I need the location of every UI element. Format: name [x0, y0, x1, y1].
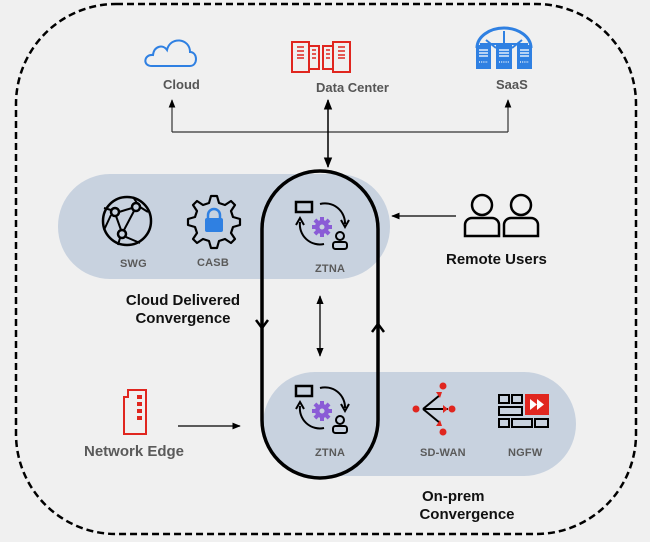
- ztna-cloud-label: ZTNA: [315, 263, 346, 275]
- onprem-convergence-title-line2: Convergence: [419, 506, 515, 523]
- cloud-convergence-title: Cloud Delivered Convergence: [113, 292, 253, 328]
- swg-globe-icon: [101, 195, 153, 247]
- ngfw-icon: [498, 394, 549, 428]
- sd-wan-icon: [412, 382, 456, 436]
- onprem-convergence-title-line1: On-prem: [422, 488, 485, 505]
- casb-label: CASB: [197, 257, 229, 269]
- network-edge-label: Network Edge: [84, 443, 185, 460]
- loop-down-chevron: [255, 319, 269, 331]
- swg-label: SWG: [120, 258, 147, 270]
- casb-gear-lock-icon: [186, 194, 242, 250]
- remote-users-label: Remote Users: [446, 251, 547, 268]
- remote-users-icon: [463, 193, 540, 238]
- ztna-onprem-label: ZTNA: [315, 447, 346, 459]
- network-edge-icon: [123, 389, 147, 435]
- cloud-convergence-title-line2: Convergence: [135, 310, 231, 327]
- saas-label: SaaS: [496, 77, 528, 92]
- saas-icon: [475, 26, 533, 69]
- ztna-icon: [294, 384, 350, 434]
- ngfw-label: NGFW: [508, 447, 543, 459]
- destination-connectors: [168, 98, 512, 169]
- outer-boundary: [14, 2, 638, 536]
- ztna-icon: [294, 200, 350, 250]
- cloud-label: Cloud: [163, 77, 200, 92]
- onprem-convergence-pill: [263, 372, 576, 476]
- loop-up-chevron: [371, 321, 385, 333]
- onprem-convergence-title: On-prem Convergence: [412, 488, 522, 524]
- cloud-convergence-title-line1: Cloud Delivered: [125, 292, 241, 309]
- data-center-icon: [291, 41, 351, 73]
- cloud-icon: [144, 39, 197, 67]
- sd-wan-label: SD-WAN: [420, 447, 466, 459]
- data-center-label: Data Center: [316, 80, 389, 95]
